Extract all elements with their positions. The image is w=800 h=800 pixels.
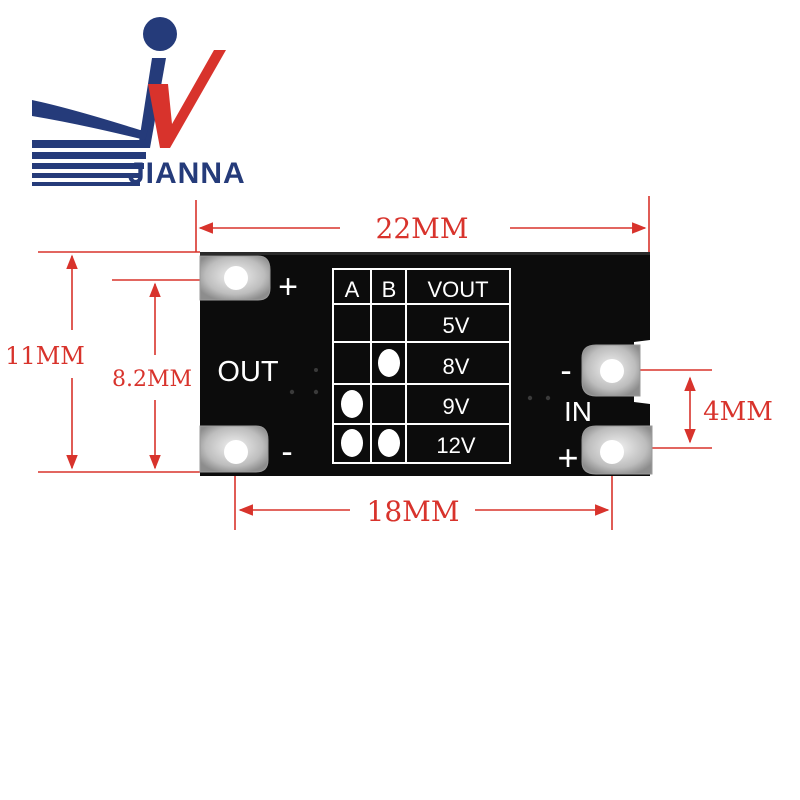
- dim-label-22mm: 22MM: [376, 212, 469, 245]
- voltage-table: A B VOUT 5V 8V 9V 12V: [332, 268, 511, 464]
- solder-dot-b-12v: [378, 429, 400, 457]
- dim-label-4mm: 4MM: [703, 397, 773, 427]
- dim-label-8-2mm: 8.2MM: [112, 367, 192, 392]
- dim-label-18mm: 18MM: [367, 495, 460, 528]
- pad-out-minus: [199, 425, 269, 473]
- label-in-plus: +: [557, 437, 578, 478]
- table-frame: [332, 268, 511, 464]
- solder-dot-a-9v: [341, 390, 363, 418]
- vias: [289, 368, 551, 401]
- pad-out-plus: [199, 255, 271, 301]
- pad-in-minus: [581, 344, 641, 397]
- table-row-vout-5v: 5V: [443, 313, 470, 338]
- pcb-board: + OUT - - IN + A B VOUT 5V 8V 9: [199, 252, 653, 478]
- pcb-body: [200, 252, 650, 476]
- logo-v-shape: [148, 50, 226, 148]
- solder-dot-b-8v: [378, 349, 400, 377]
- brand-name: JIANNA: [128, 157, 246, 190]
- dimension-labels: 22MM 11MM 8.2MM 4MM 18MM: [5, 212, 773, 528]
- label-in-minus: -: [560, 352, 571, 390]
- label-out-minus: -: [281, 433, 292, 471]
- table-header-a: A: [345, 277, 360, 302]
- pad-in-plus: [581, 425, 653, 475]
- table-row-vout-9v: 9V: [443, 394, 470, 419]
- solder-jumper-dots: [341, 349, 400, 457]
- table-row-vout-8v: 8V: [443, 354, 470, 379]
- logo-dot: [143, 17, 177, 51]
- label-out-plus: +: [278, 268, 298, 306]
- table-header-b: B: [382, 277, 397, 302]
- label-out: OUT: [217, 356, 279, 388]
- table-row-vout-12v: 12V: [436, 433, 475, 458]
- table-header-vout: VOUT: [427, 277, 488, 302]
- label-in: IN: [564, 396, 592, 427]
- logo-stripes: [32, 100, 148, 186]
- dim-label-11mm: 11MM: [5, 342, 85, 370]
- solder-dot-a-12v: [341, 429, 363, 457]
- jianna-logo: JIANNA: [32, 17, 246, 190]
